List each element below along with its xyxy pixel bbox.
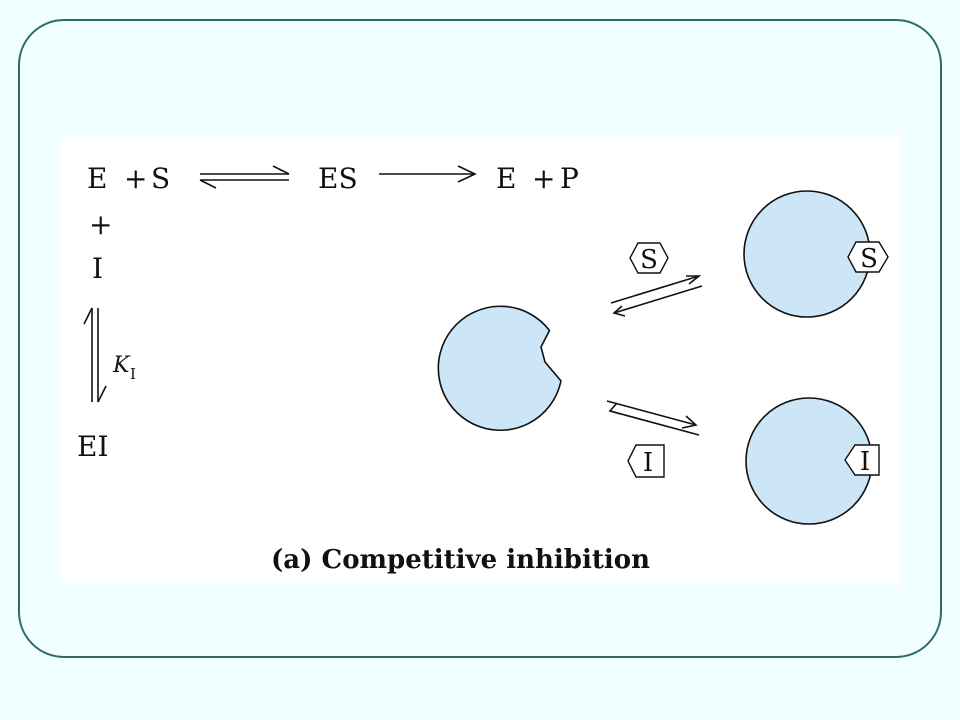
- inhibitor-shape: I: [627, 444, 665, 478]
- equilibrium-arrows-to-ei: [606, 400, 700, 436]
- scheme-ki-k: K: [112, 353, 131, 378]
- scheme-plus-2: +: [532, 162, 555, 195]
- es-substrate-label: S: [860, 244, 878, 274]
- scheme-substrate-s: S: [151, 162, 170, 195]
- equilibrium-arrows-ei: [83, 307, 107, 403]
- free-enzyme: [437, 305, 562, 432]
- slide-frame: [18, 19, 942, 658]
- scheme-product-p: P: [560, 162, 579, 195]
- forward-arrow-ep: [379, 165, 477, 183]
- figure-panel: E + S ES E + P + I: [59, 136, 901, 583]
- equilibrium-arrows-es: [199, 165, 290, 189]
- enzyme-cartoon: S I: [437, 190, 889, 525]
- enzyme-substrate-complex: S: [743, 190, 889, 318]
- substrate-hexagon: S: [629, 242, 669, 275]
- substrate-label: S: [640, 245, 658, 275]
- enzyme-inhibitor-complex: I: [745, 397, 880, 525]
- scheme-complex-ei: EI: [77, 430, 109, 463]
- scheme-ki-subscript: I: [130, 365, 136, 383]
- scheme-complex-es: ES: [318, 162, 358, 195]
- ei-inhibitor-label: I: [860, 447, 870, 477]
- scheme-enzyme-e-2: E: [496, 162, 516, 195]
- equilibrium-arrows-to-es: [610, 275, 703, 317]
- inhibitor-label: I: [643, 448, 653, 478]
- scheme-plus-1: +: [124, 162, 147, 195]
- competitive-inhibition-diagram: E + S ES E + P + I: [77, 162, 889, 575]
- scheme-inhibitor-i: I: [92, 252, 103, 285]
- figure-caption: (a) Competitive inhibition: [271, 545, 650, 575]
- reaction-scheme: E + S ES E + P + I: [77, 162, 579, 463]
- scheme-enzyme-e: E: [87, 162, 107, 195]
- scheme-plus-inhibitor: +: [89, 208, 112, 241]
